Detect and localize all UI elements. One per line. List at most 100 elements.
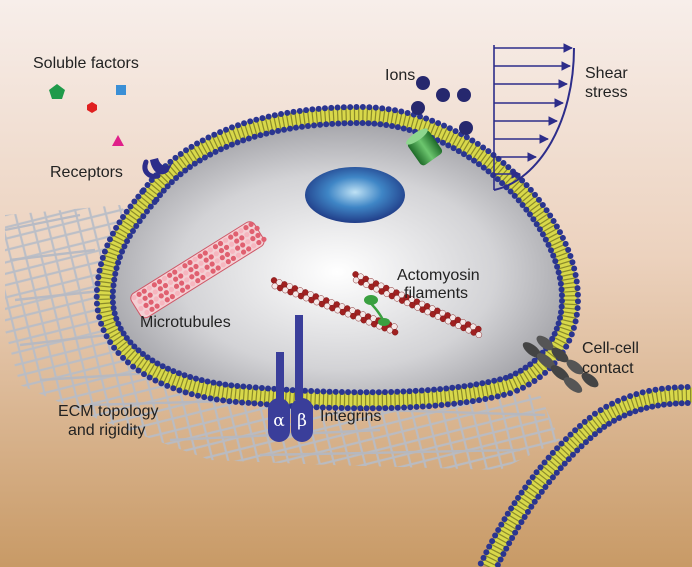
integrins: α β [268,315,313,442]
membrane-head [633,391,640,398]
membrane-head [135,193,142,200]
membrane-head [469,137,476,144]
membrane-head [304,123,311,130]
membrane-head [263,130,270,137]
membrane-head [523,206,530,213]
membrane-head [616,415,623,422]
tubulin-subunit [147,292,153,298]
membrane-head [432,402,439,409]
membrane-head [115,320,122,327]
membrane-head [545,454,552,461]
membrane-head [120,354,127,361]
membrane-head [416,113,423,120]
membrane-head [126,232,133,239]
membrane-head [418,387,425,394]
membrane-head [123,335,130,342]
tubulin-subunit [239,235,245,241]
myosin-motor [364,295,390,326]
membrane-head [413,403,420,410]
membrane-head [523,182,530,189]
ion-channel [406,128,443,166]
label-soluble-factors: Soluble factors [33,55,139,72]
membrane-head [419,403,426,410]
membrane-head [379,105,386,112]
cytoplasm [104,115,570,401]
tubulin-subunit [229,241,235,247]
membrane-head [581,418,588,425]
membrane-head [528,503,535,510]
membrane-head [571,265,578,272]
membrane-head [116,254,123,261]
membrane-head [611,417,618,424]
membrane-head [115,259,122,266]
membrane-head [443,385,450,392]
membrane-head [127,203,134,210]
membrane-head [241,120,248,127]
membrane-head [107,339,114,346]
membrane-head [217,146,224,153]
membrane-head [111,344,118,351]
membrane-head [559,234,566,241]
membrane-head [514,387,521,394]
membrane-head [164,382,171,389]
tubulin-subunit [243,225,249,231]
membrane-head [332,404,339,411]
membrane-head [521,514,528,521]
membrane-head [538,488,545,495]
membrane-head [93,287,100,294]
membrane-head [526,211,533,218]
tubulin-subunit [230,255,237,262]
membrane-head [518,519,525,526]
tubulin-subunit [144,309,150,316]
integrin-beta-stalk [295,315,303,400]
tubulin-subunit [194,271,200,277]
tubulin-subunit [173,276,179,282]
membrane-head [486,543,493,550]
membrane-head [94,307,101,314]
membrane-head [527,361,534,368]
membrane-head [281,126,288,133]
actin-subunit [391,329,399,336]
tubulin-subunit [255,232,261,239]
cell [93,104,581,412]
membrane-head [519,201,526,208]
membrane-head [98,320,105,327]
membrane-head [494,393,501,400]
membrane-head [573,311,580,318]
factor-pentagon [49,84,65,99]
membrane-head [113,265,120,272]
membrane-head [646,387,653,394]
membrane-head [113,224,120,231]
membrane-head [353,120,360,127]
membrane-head [574,447,581,454]
membrane-head [565,246,572,253]
ion [459,121,473,135]
membrane-head [139,350,146,357]
membrane-head [572,271,579,278]
membrane-head [545,241,552,248]
membrane-head [475,161,482,168]
ion [457,88,471,102]
membrane-head [460,151,467,158]
membrane-head [553,469,560,476]
membrane-head [95,274,102,281]
membrane-head [198,377,205,384]
membrane-head [140,213,147,220]
tubulin-subunit [193,263,199,270]
membrane-head [539,201,546,208]
tubulin-subunit [151,282,157,288]
membrane-head [188,143,195,150]
membrane-head [506,540,513,547]
membrane-head [535,493,542,500]
membrane-head [111,310,118,317]
membrane-head [497,376,504,383]
membrane-head [135,347,142,354]
membrane-head [479,380,486,387]
membrane-head [678,384,685,391]
membrane-head [136,218,143,225]
tubulin-subunit [177,266,183,272]
membrane-head [251,400,258,407]
membrane-head [435,120,442,127]
membrane-head [655,402,662,409]
membrane-head [160,187,167,194]
